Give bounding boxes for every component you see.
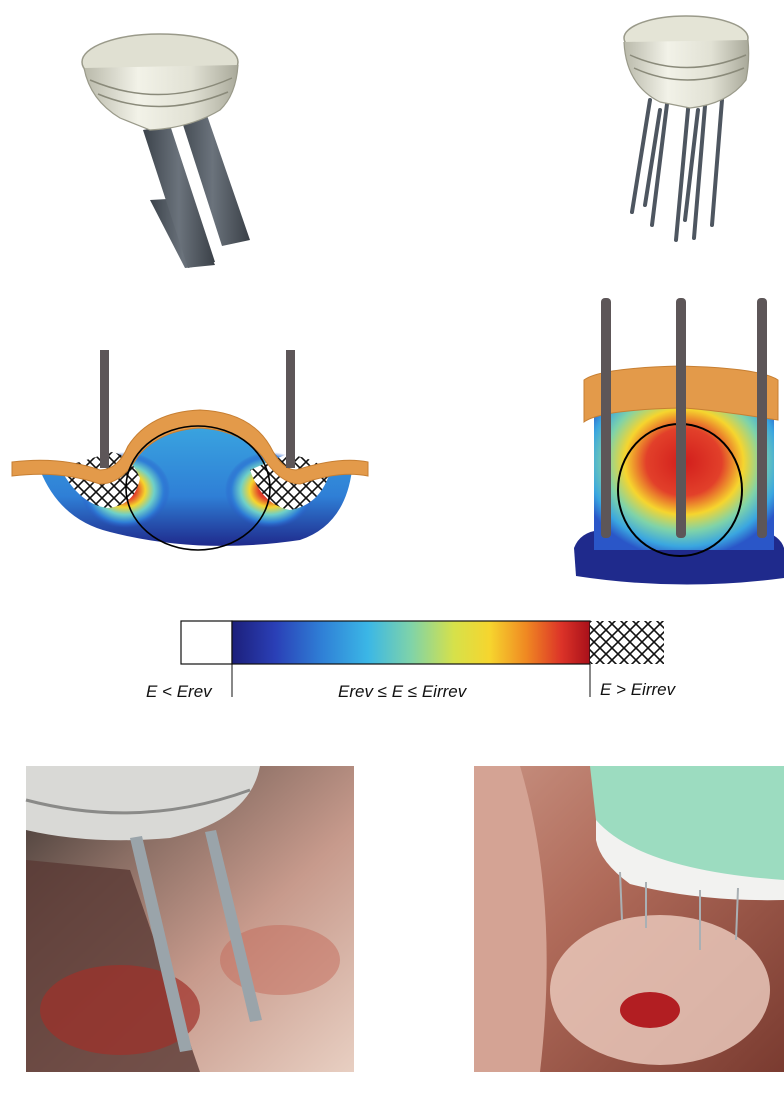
needle-electrodes [632,88,722,240]
needle-rod-center [676,298,686,538]
plate-electrode-field-distribution [12,350,368,550]
plate-electrode-applicator [82,34,250,268]
needle-electrode-photo [474,766,784,1072]
applicator-body [624,40,749,108]
legend-irreversible-box [590,621,664,664]
legend-range-label: Erev ≤ E ≤ Eirrev [338,682,466,702]
needle-electrode-field-distribution [574,298,784,585]
needle-rod-left [601,298,611,538]
needle-rod-right [757,298,767,538]
legend-below-threshold-box [181,621,232,664]
legend-below-threshold-label: E < Erev [146,682,212,702]
electrode-rod-left [100,350,109,468]
electrode-rod-right [286,350,295,468]
legend-colorbar [232,621,590,664]
plate-electrode-photo [26,766,354,1072]
legend-irreversible-label: E > Eirrev [600,680,675,700]
needle-electrode-applicator [624,16,749,240]
